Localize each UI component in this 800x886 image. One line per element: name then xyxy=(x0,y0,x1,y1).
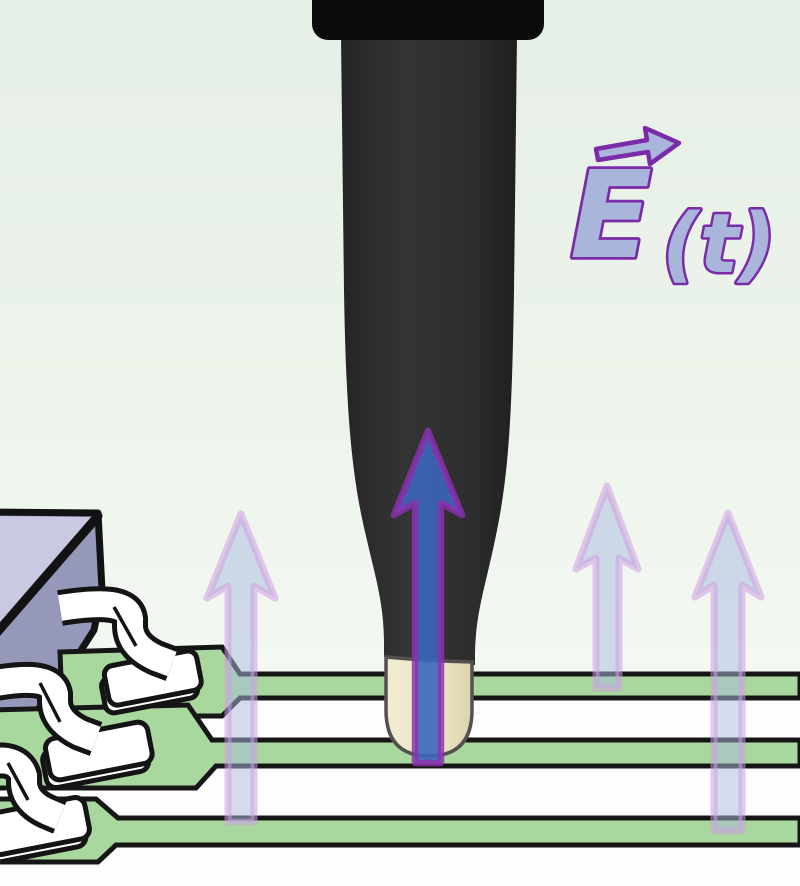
chip-lead-2 xyxy=(0,661,155,791)
chip-lead-3 xyxy=(0,742,92,865)
efield-label: E (t) xyxy=(567,125,779,295)
chip-edge-line xyxy=(0,511,103,636)
efield-probe xyxy=(312,0,544,758)
field-arrow-up-icon xyxy=(691,509,765,835)
field-arrows xyxy=(203,482,765,835)
probe-field-arrow-up-icon xyxy=(390,427,466,767)
vector-arrow-icon xyxy=(593,125,682,167)
lead-bend-crease xyxy=(6,762,30,801)
efield-symbol: E xyxy=(570,147,652,286)
lead-arm xyxy=(0,747,65,829)
probe-cap xyxy=(312,0,544,40)
lead-arm xyxy=(57,591,177,677)
probe-body xyxy=(341,36,517,665)
efield-argument: (t) xyxy=(662,197,776,292)
field-arrow-up-icon xyxy=(572,482,642,692)
lead-arm xyxy=(0,666,101,752)
chip-lead-1 xyxy=(57,586,204,716)
field-arrow-up-icon xyxy=(203,510,279,826)
lead-bend-crease xyxy=(112,606,138,647)
lead-bend-crease xyxy=(38,682,62,723)
pcb-trace-3 xyxy=(0,796,800,865)
